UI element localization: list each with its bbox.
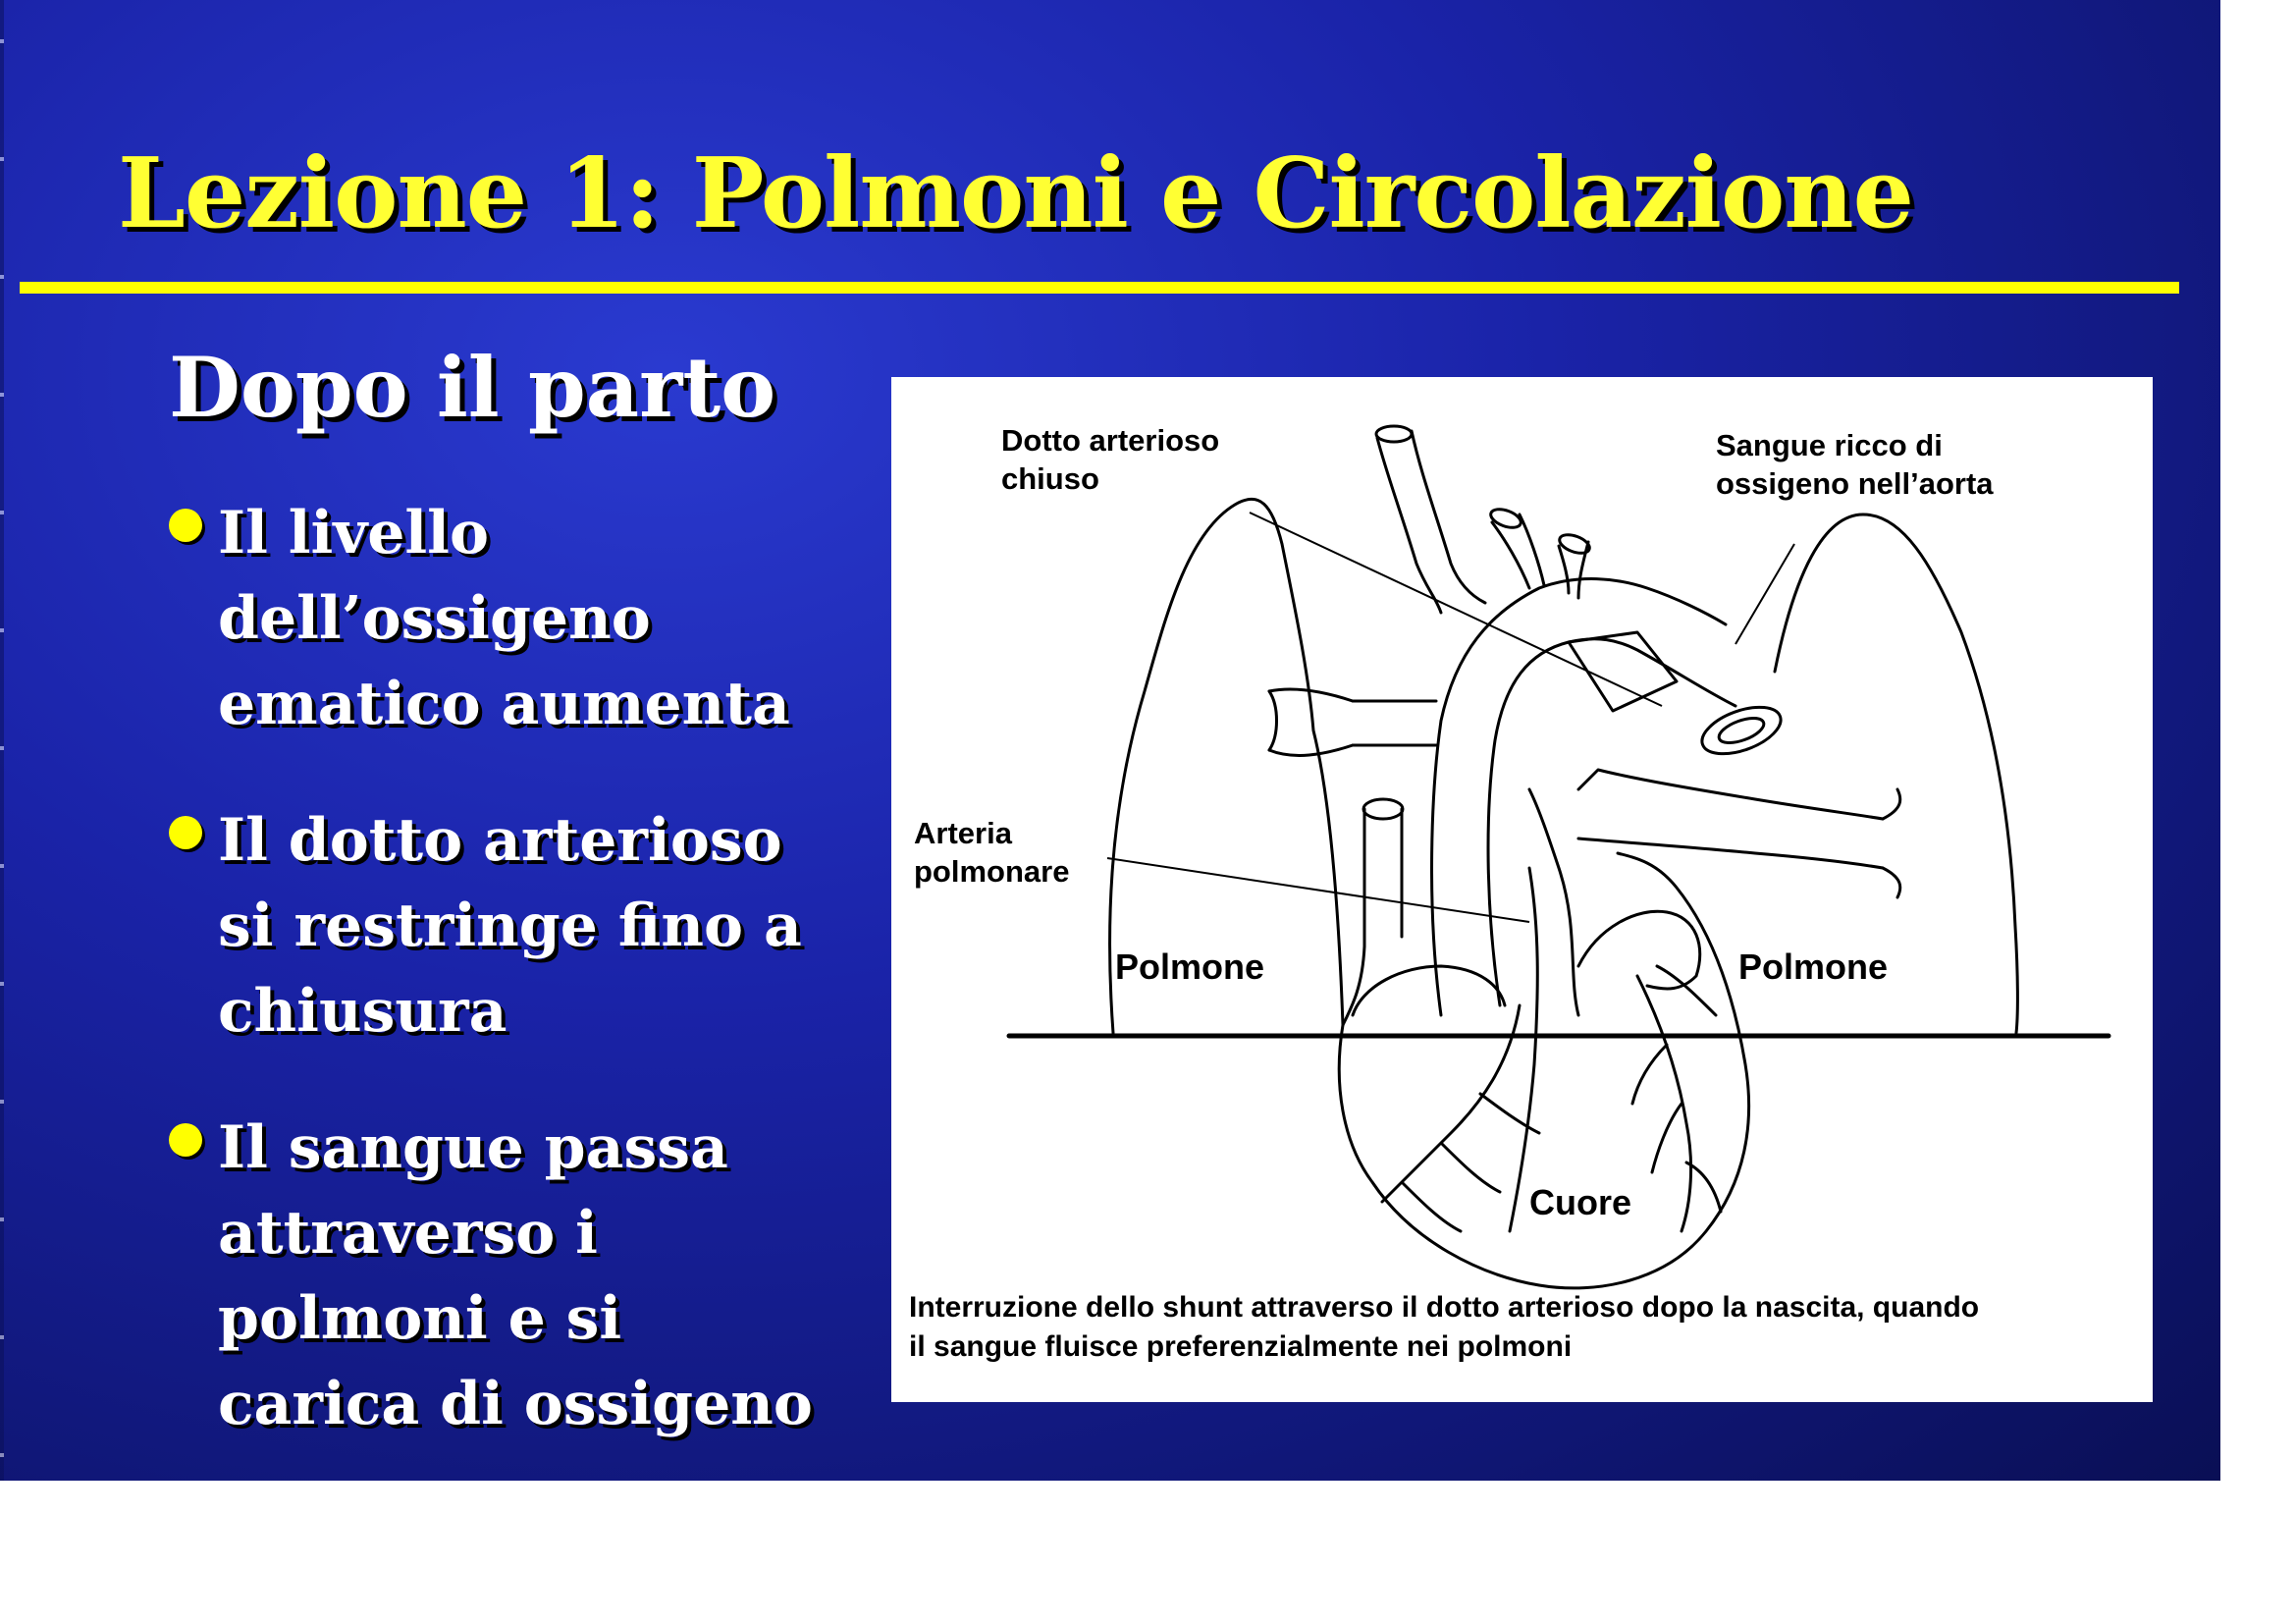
bullet-line: attraverso i xyxy=(218,1191,876,1276)
aorta-outline xyxy=(1432,579,1726,1015)
pointer-arteria xyxy=(1107,858,1529,922)
caption-line1: Interruzione dello shunt attraverso il d… xyxy=(909,1291,1979,1324)
label-sangue-ricco: Sangue ricco di ossigeno nell’aorta xyxy=(1716,426,1994,503)
bullet-line: ematico aumenta xyxy=(218,662,876,747)
label-polmone-left: Polmone xyxy=(1115,947,1264,988)
label-cuore: Cuore xyxy=(1529,1182,1631,1223)
label-arteria-line2: polmonare xyxy=(914,854,1069,889)
slide-subtitle: Dopo il parto xyxy=(169,339,775,436)
superior-vena-cava xyxy=(1343,809,1402,1025)
bullet-list: Il livello dell’ossigeno ematico aumenta… xyxy=(169,491,876,1481)
bullet-line: Il sangue passa xyxy=(218,1106,876,1191)
label-sangue-line2: ossigeno nell’aorta xyxy=(1716,466,1994,501)
title-underline-rule xyxy=(20,282,2179,294)
slide-title: Lezione 1: Polmoni e Circolazione xyxy=(118,137,1913,250)
bullet-line: dell’ossigeno xyxy=(218,576,876,662)
bullet-line: Il dotto arterioso xyxy=(218,798,876,884)
label-sangue-line1: Sangue ricco di xyxy=(1716,428,1943,462)
descending-aorta xyxy=(1696,698,1788,763)
label-arteria-polmonare: Arteria polmonare xyxy=(914,814,1069,891)
bullet-line: si restringe fino a xyxy=(218,884,876,969)
heart-lungs-diagram xyxy=(891,377,2153,1402)
bullet-line: chiusura xyxy=(218,969,876,1055)
bullet-dot-icon xyxy=(169,1123,202,1157)
heart-lungs-figure: Dotto arterioso chiuso Sangue ricco di o… xyxy=(891,377,2153,1402)
bullet-line: polmoni e si xyxy=(218,1276,876,1362)
bullet-item: Il sangue passa attraverso i polmoni e s… xyxy=(169,1106,876,1447)
bullet-line: Il livello xyxy=(218,491,876,576)
bullet-line: carica di ossigeno xyxy=(218,1362,876,1447)
label-dotto-line2: chiuso xyxy=(1001,461,1099,496)
label-polmone-right: Polmone xyxy=(1738,947,1888,988)
slide-edge-decoration xyxy=(0,0,4,1481)
label-dotto-arterioso: Dotto arterioso chiuso xyxy=(1001,421,1219,498)
bullet-dot-icon xyxy=(169,509,202,542)
carotid-vessel xyxy=(1492,522,1529,588)
slide: Lezione 1: Polmoni e Circolazione Dopo i… xyxy=(0,0,2220,1481)
label-arteria-line1: Arteria xyxy=(914,816,1012,850)
bullet-item: Il livello dell’ossigeno ematico aumenta xyxy=(169,491,876,747)
right-atrium xyxy=(1353,966,1505,1015)
aorta-inner xyxy=(1488,639,1735,1005)
caption-line2: il sangue fluisce preferenzialmente nei … xyxy=(909,1330,1572,1363)
bullet-item: Il dotto arterioso si restringe fino a c… xyxy=(169,798,876,1055)
right-pulmonary-artery-end xyxy=(1883,789,1900,897)
subclavian-vessel xyxy=(1559,546,1569,593)
figure-caption: Interruzione dello shunt attraverso il d… xyxy=(909,1288,2136,1367)
bullet-dot-icon xyxy=(169,816,202,849)
label-dotto-line1: Dotto arterioso xyxy=(1001,423,1219,458)
